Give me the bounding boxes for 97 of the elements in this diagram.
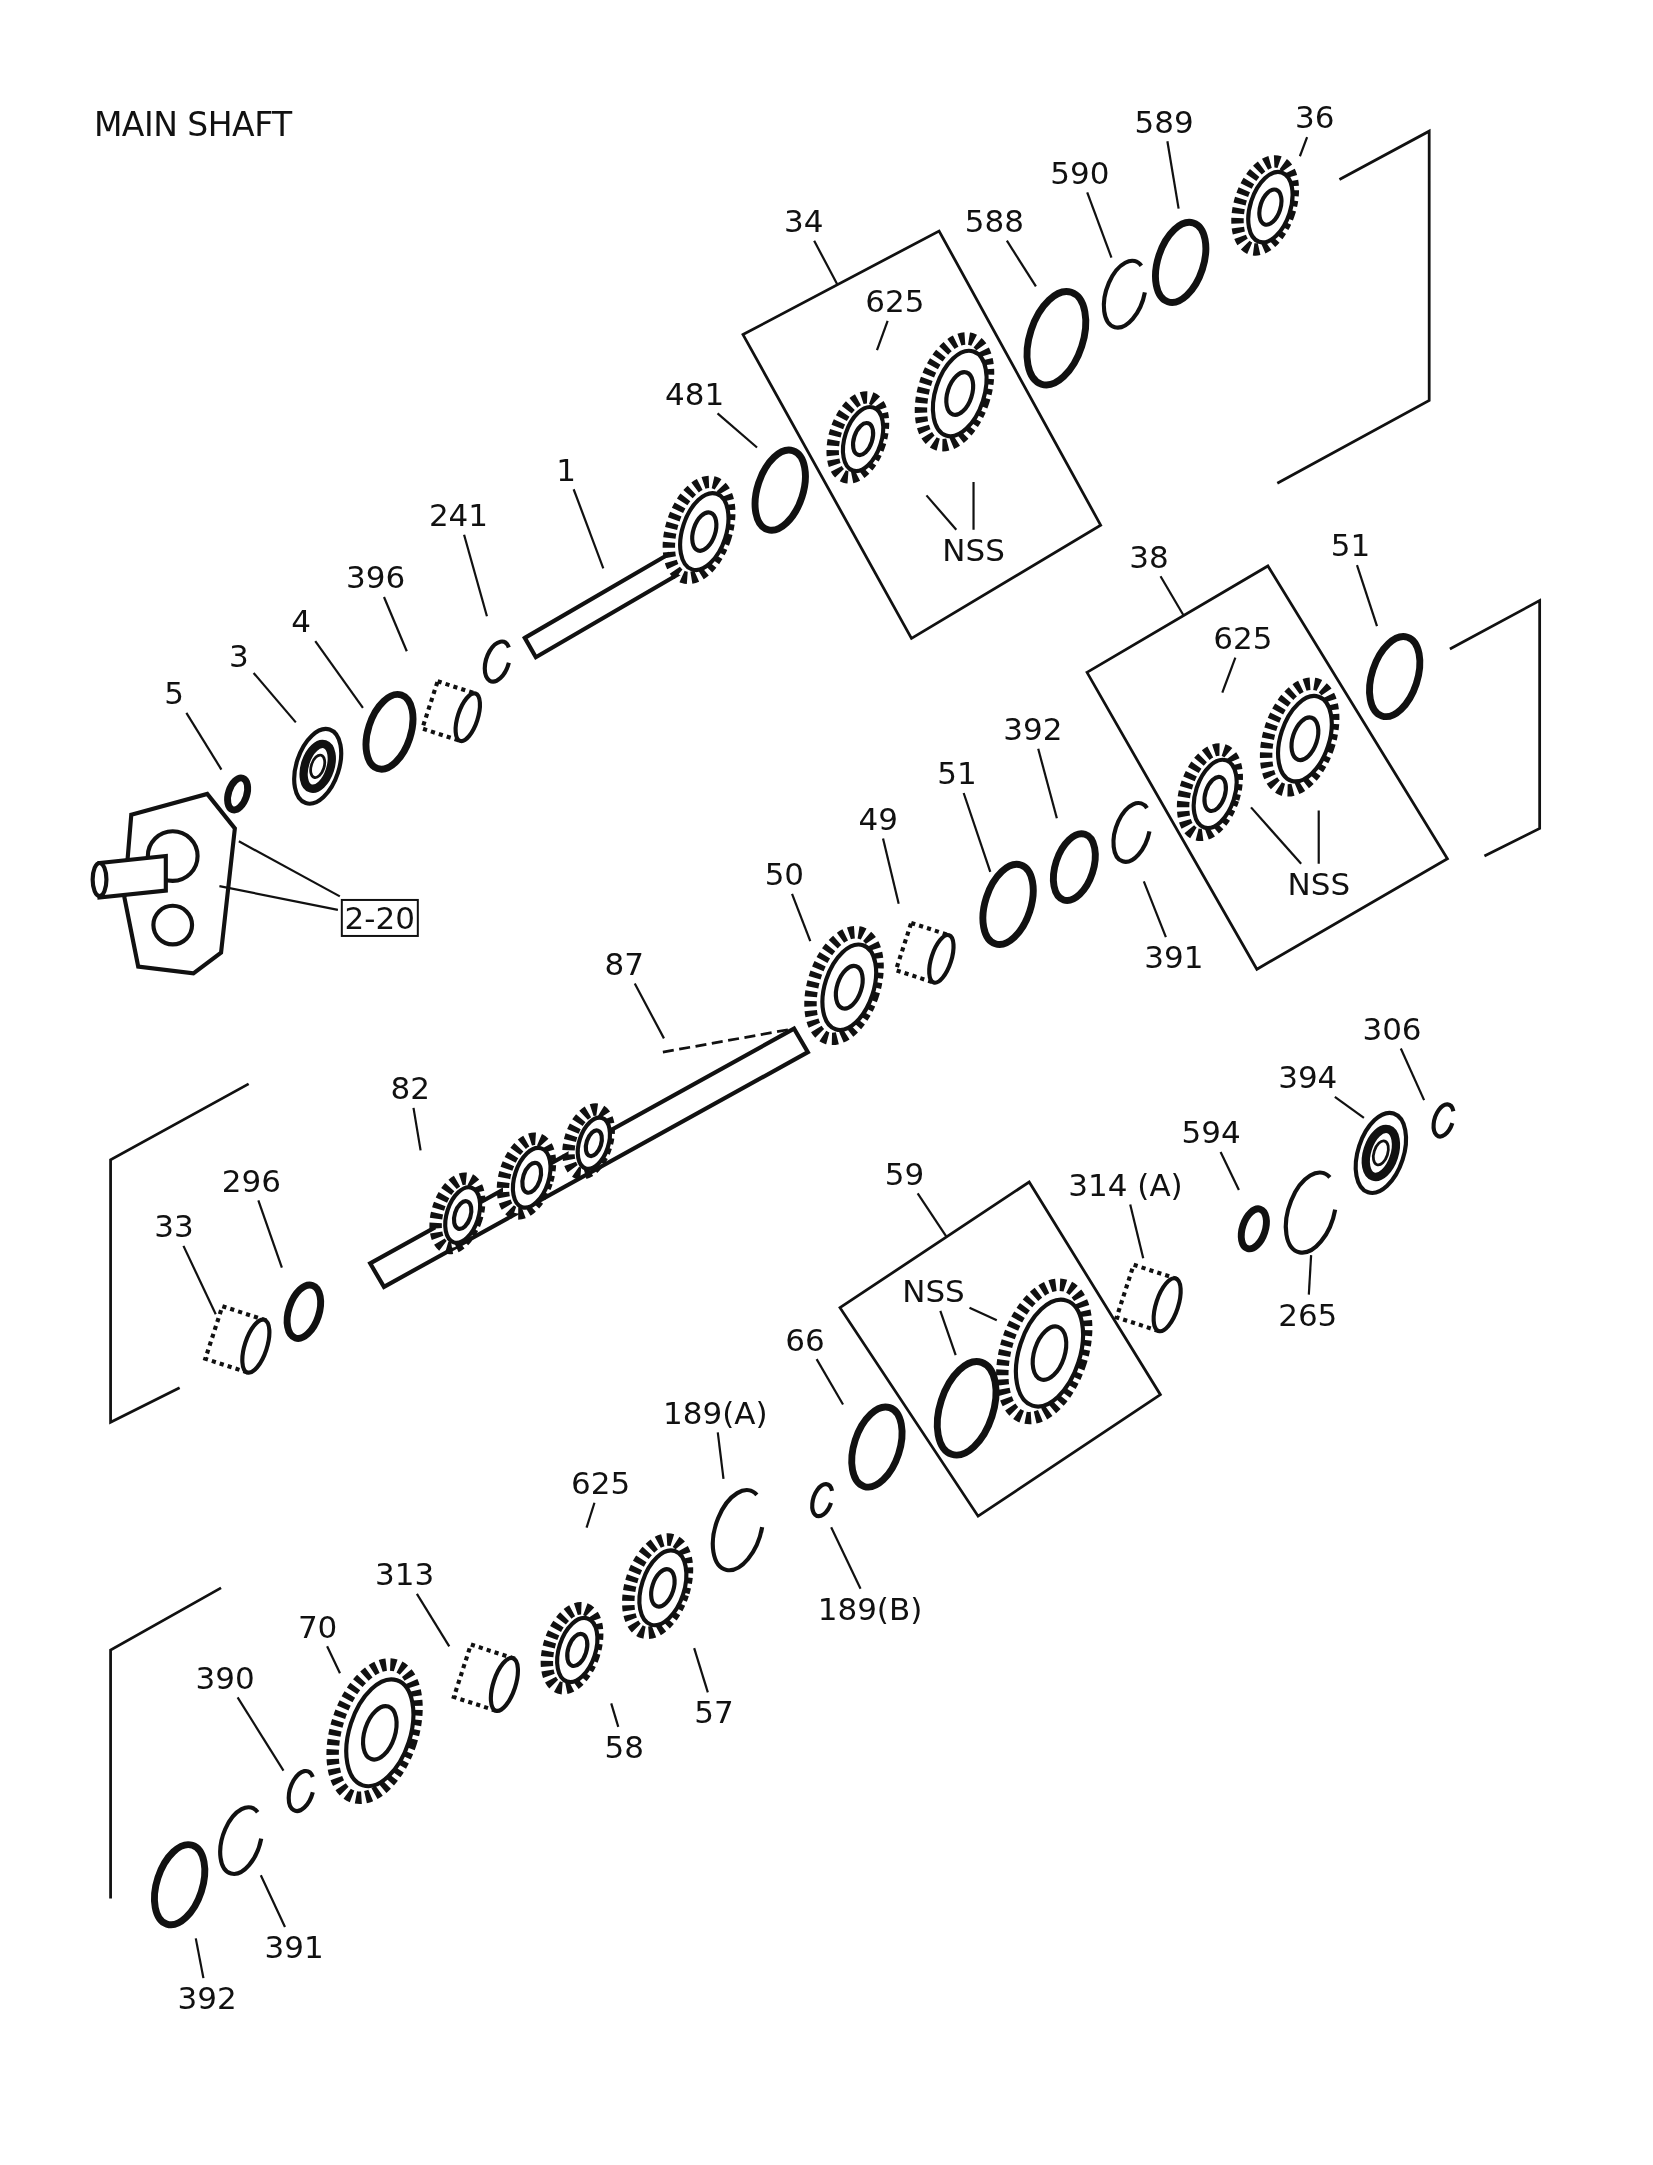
- callout-number: 66: [783, 1322, 827, 1357]
- callout-number: 625: [569, 1466, 633, 1501]
- leader-line: [693, 1647, 709, 1693]
- leader-line: [962, 792, 992, 873]
- callout-number: 189(B): [815, 1591, 925, 1626]
- callout-number: 314 (A): [1066, 1167, 1185, 1202]
- leader-line: [182, 1245, 217, 1315]
- leader-line: [382, 596, 408, 652]
- callout-number: 394: [1276, 1060, 1340, 1095]
- leader-line: [1159, 575, 1185, 617]
- leader-line: [916, 1192, 948, 1238]
- leader-line: [194, 1938, 205, 1979]
- callout-number: 588: [962, 203, 1026, 238]
- callout-number: NSS: [940, 532, 1007, 567]
- callout-number: 87: [602, 946, 646, 981]
- callout-number: 33: [152, 1209, 196, 1244]
- callout-number: 51: [935, 756, 979, 791]
- leader-line: [1142, 881, 1167, 938]
- callout-number: 296: [219, 1163, 283, 1198]
- leader-line: [1129, 1204, 1145, 1259]
- leader-line: [185, 712, 223, 771]
- leader-line: [326, 1645, 341, 1674]
- leader-line: [815, 1358, 844, 1406]
- callout-number: 625: [863, 284, 927, 319]
- leader-line: [972, 481, 975, 530]
- callout-number: 390: [193, 1660, 257, 1695]
- callout-number: 241: [426, 498, 491, 533]
- leader-line: [830, 1526, 862, 1590]
- leader-line: [939, 1310, 957, 1356]
- leader-line: [1005, 240, 1037, 287]
- leader-line: [238, 840, 341, 898]
- leader-line: [1221, 657, 1237, 693]
- leader-line: [219, 885, 339, 911]
- leader-line: [1037, 748, 1058, 819]
- callout-number: 1: [554, 452, 579, 487]
- leader-line: [610, 1703, 620, 1728]
- leader-line: [716, 1432, 725, 1479]
- leader-line: [259, 1874, 286, 1928]
- callout-number: 391: [1142, 939, 1206, 975]
- callout-number: 50: [762, 857, 807, 892]
- leader-line: [969, 1306, 998, 1322]
- leader-line: [633, 983, 665, 1039]
- callout-number: 4: [289, 604, 313, 639]
- callout-number: 396: [344, 560, 408, 595]
- leader-line: [1086, 192, 1113, 258]
- leader-line: [1219, 1151, 1240, 1191]
- callout-number: 392: [1001, 712, 1065, 747]
- callout-number: 82: [388, 1071, 432, 1106]
- leader-line: [236, 1696, 285, 1772]
- leader-line: [314, 640, 364, 709]
- callout-number: 38: [1127, 539, 1171, 574]
- callout-number: 3: [227, 638, 251, 673]
- callout-number: 589: [1132, 104, 1196, 139]
- leader-line: [1399, 1048, 1426, 1101]
- leader-line: [412, 1107, 422, 1151]
- leader-line: [1307, 1255, 1313, 1295]
- callout-number: 70: [295, 1609, 340, 1644]
- callout-number: 306: [1360, 1011, 1424, 1046]
- callout-number: 36: [1292, 100, 1337, 135]
- callout-number: 625: [1211, 620, 1275, 656]
- leader-line: [881, 838, 900, 904]
- callout-number: 59: [882, 1156, 927, 1191]
- callout-number: 265: [1276, 1297, 1340, 1332]
- callout-number: 590: [1048, 155, 1112, 190]
- callout-number: 594: [1179, 1115, 1243, 1150]
- callout-number: 391: [262, 1930, 326, 1965]
- leader-line: [463, 534, 488, 617]
- leader-line: [1317, 810, 1320, 864]
- leader-line: [875, 320, 889, 351]
- leader-line: [1355, 564, 1379, 627]
- callout-number: 57: [692, 1695, 736, 1730]
- leader-line: [572, 488, 605, 569]
- callout-number: NSS: [900, 1274, 967, 1309]
- callout-number: 58: [602, 1729, 646, 1764]
- leader-line: [1298, 136, 1309, 157]
- callout-number: 313: [373, 1557, 437, 1592]
- callout-number: 5: [162, 676, 186, 711]
- leader-line: [1250, 806, 1302, 865]
- leader-line: [925, 494, 958, 531]
- leader-line: [257, 1199, 283, 1268]
- callout-number: 189(A): [661, 1395, 770, 1430]
- leader-line: [791, 893, 812, 942]
- leader-line: [813, 240, 839, 285]
- leader-line: [252, 672, 297, 724]
- callout-number: NSS: [1285, 866, 1353, 901]
- callout-number: 51: [1328, 528, 1373, 563]
- callout-number: 481: [663, 376, 727, 411]
- leader-line: [1334, 1095, 1365, 1119]
- leader-line: [415, 1593, 451, 1647]
- leader-line: [716, 412, 758, 449]
- callout-number: 392: [175, 1981, 239, 2016]
- callout-number: 34: [782, 203, 826, 238]
- leader-line: [1166, 141, 1180, 209]
- leader-line: [585, 1502, 596, 1528]
- callout-number: 2-20: [340, 899, 419, 938]
- diagram-title: MAIN SHAFT: [93, 104, 292, 144]
- callout-number: 49: [856, 801, 900, 836]
